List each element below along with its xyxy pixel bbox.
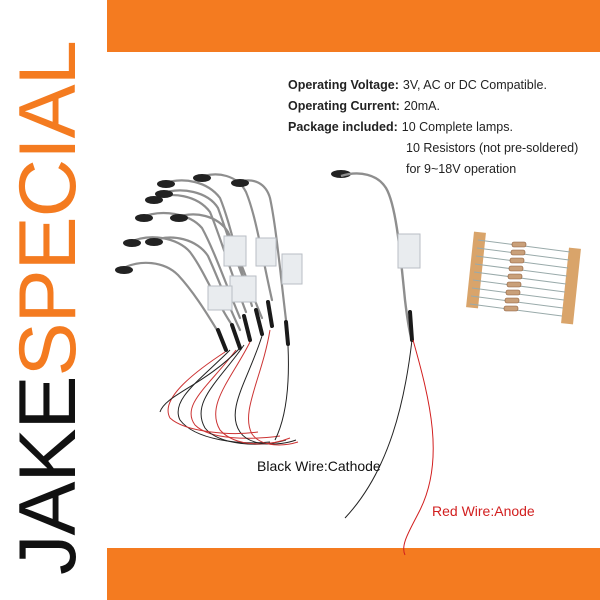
spec-current-value: 20mA. xyxy=(403,99,440,113)
spec-package-value-3: for 9~18V operation xyxy=(406,162,517,176)
spec-package-label: Package included: xyxy=(288,120,398,134)
spec-package: Package included: 10 Complete lamps. xyxy=(288,117,578,138)
resistor-strip xyxy=(466,231,581,325)
black-wire-caption: Black Wire:Cathode xyxy=(257,458,381,474)
spec-package-line-2: 10 Resistors (not pre-soldered) xyxy=(288,138,578,159)
spec-voltage-value: 3V, AC or DC Compatible. xyxy=(402,78,547,92)
bottom-orange-band xyxy=(107,548,600,600)
single-lamp xyxy=(331,170,434,556)
lamp-bundle xyxy=(115,173,303,446)
spec-package-value-1: 10 Complete lamps. xyxy=(401,120,513,134)
spec-current: Operating Current: 20mA. xyxy=(288,96,578,117)
spec-current-label: Operating Current: xyxy=(288,99,400,113)
spec-voltage-label: Operating Voltage: xyxy=(288,78,399,92)
spec-voltage: Operating Voltage: 3V, AC or DC Compatib… xyxy=(288,75,578,96)
spec-package-line-3: for 9~18V operation xyxy=(288,159,578,180)
red-wire-caption: Red Wire:Anode xyxy=(432,503,535,519)
spec-package-value-2: 10 Resistors (not pre-soldered) xyxy=(406,141,579,155)
top-orange-band xyxy=(107,0,600,52)
spec-list: Operating Voltage: 3V, AC or DC Compatib… xyxy=(288,75,578,180)
